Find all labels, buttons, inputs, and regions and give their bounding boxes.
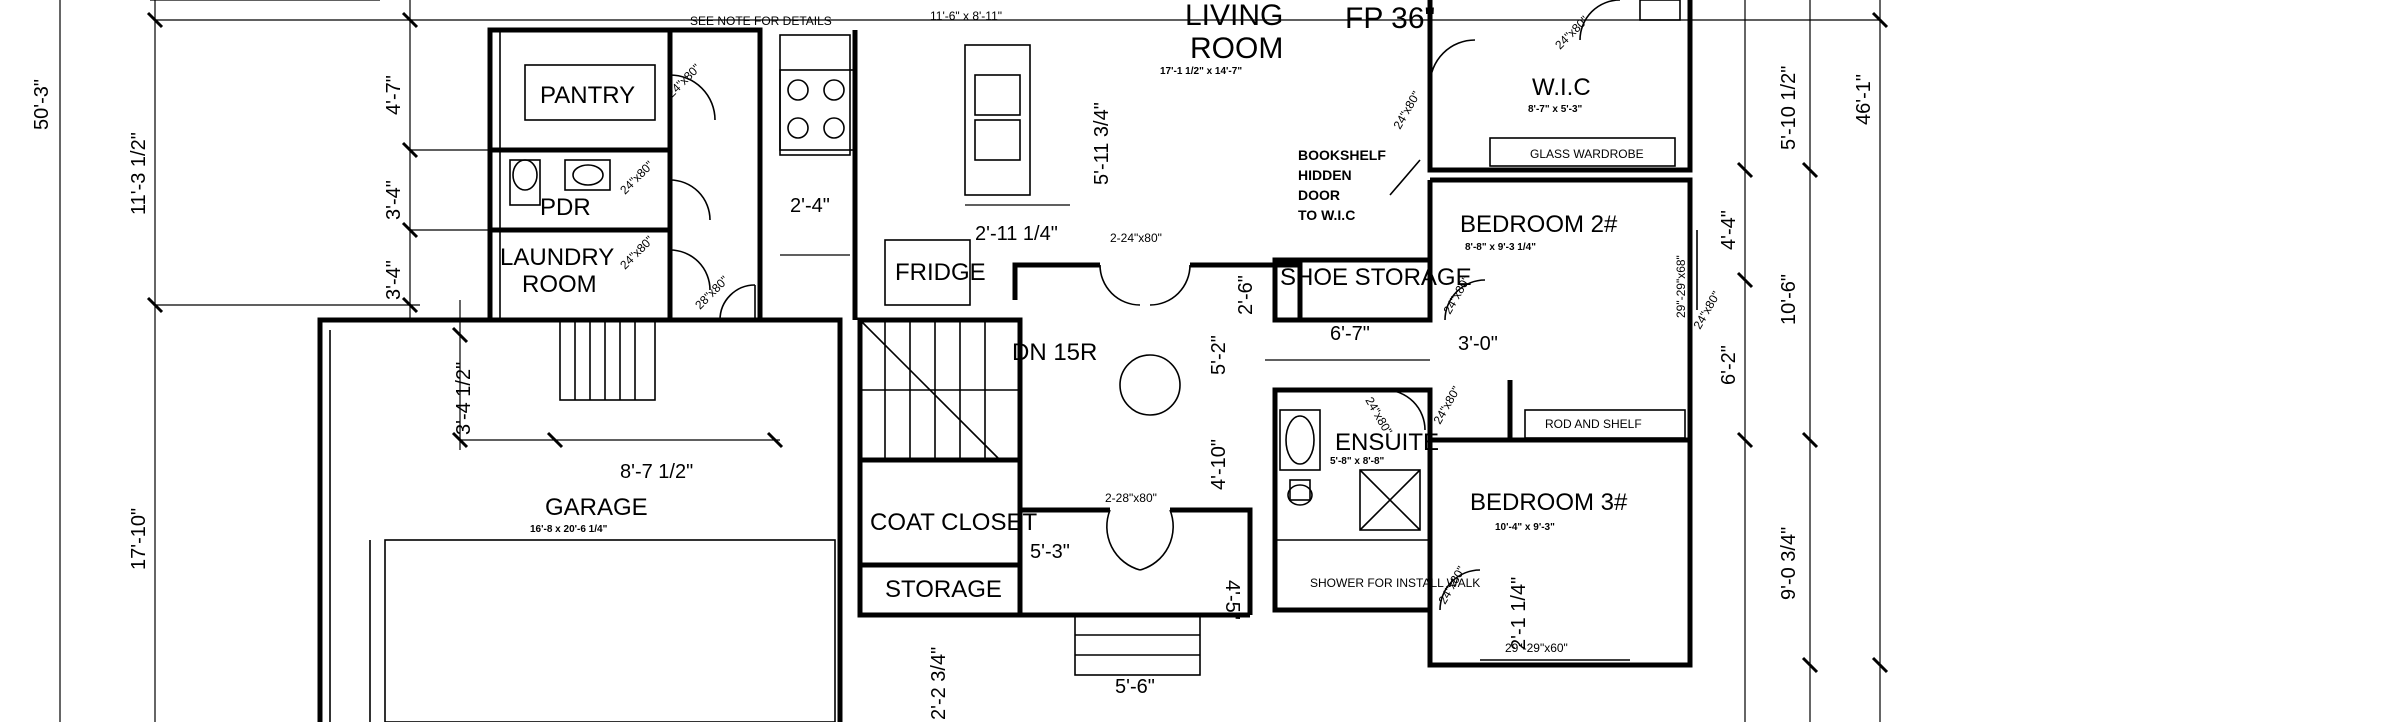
dim-pantry-height: 4'-7" xyxy=(383,75,405,115)
dim-island-height: 5'-11 3/4" xyxy=(1091,102,1113,185)
dim-closet-3-0: 3'-0" xyxy=(1458,333,1498,355)
dim-right-10-6: 10'-6" xyxy=(1778,274,1800,325)
dim-right-4-4: 4'-4" xyxy=(1718,210,1740,250)
door-label-ensuite-2: 24"x80" xyxy=(1430,384,1463,427)
dim-entry-width: 5'-3" xyxy=(1030,541,1070,563)
coat-closet-label: COAT CLOSET xyxy=(870,509,1037,536)
bedroom-2-label: BEDROOM 2# xyxy=(1460,211,1618,238)
laundry-label-line1: LAUNDRY xyxy=(500,244,614,271)
dim-right-5-10: 5'-10 1/2" xyxy=(1778,66,1800,150)
bookshelf-note-line2: HIDDEN xyxy=(1298,167,1352,183)
dim-step-height: 3'-4 1/2" xyxy=(453,362,475,435)
walk-in-closet xyxy=(1427,0,1693,173)
stairs-foyer xyxy=(857,262,1303,676)
right-dimension-lines xyxy=(1736,0,1889,722)
dim-br3-side: 2'-1 1/4" xyxy=(1508,577,1530,650)
dim-laundry-height: 3'-4" xyxy=(383,260,405,300)
door-label-double2: 2-28"x80" xyxy=(1105,491,1157,505)
fridge-label: FRIDGE xyxy=(895,259,986,286)
utility-block xyxy=(487,27,851,323)
ensuite-note: SHOWER FOR INSTALL WALK xyxy=(1310,576,1480,590)
fireplace-label: FP 36" xyxy=(1345,2,1435,35)
shoe-storage-label: SHOE STORAGE xyxy=(1280,264,1472,291)
bookshelf-note-line4: TO W.I.C xyxy=(1298,207,1355,223)
dim-hall-4-10: 4'-10" xyxy=(1208,439,1230,490)
door-label-wic: 24"x80" xyxy=(1390,89,1423,132)
dim-porch: 5'-6" xyxy=(1115,676,1155,698)
window-label-br3: 29"-29"x60" xyxy=(1505,641,1568,655)
dim-kitchen: 2'-4" xyxy=(790,195,830,217)
door-label-garage: 28"x80" xyxy=(692,273,731,312)
ensuite-label: ENSUITE xyxy=(1335,429,1439,456)
pantry-note: SEE NOTE FOR DETAILS xyxy=(690,14,832,28)
door-label-br3-2: 24"x80" xyxy=(1690,289,1723,332)
garage xyxy=(317,317,843,722)
kitchen-size: 11'-6" x 8'-11" xyxy=(930,9,1002,23)
door-label-pdr: 24"x80" xyxy=(617,158,656,197)
dim-garage-width: 8'-7 1/2" xyxy=(620,461,693,483)
left-dimension-lines xyxy=(59,0,1880,722)
wic-label: W.I.C xyxy=(1532,74,1591,101)
bedroom-3-size: 10'-4" x 9'-3" xyxy=(1495,522,1555,533)
garage-label: GARAGE xyxy=(545,494,648,521)
ensuite xyxy=(1272,387,1433,613)
wic-size: 8'-7" x 5'-3" xyxy=(1528,104,1583,115)
living-room-label-line2: ROOM xyxy=(1190,32,1283,65)
door-label-laundry: 24"x80" xyxy=(617,233,656,272)
storage-label: STORAGE xyxy=(885,576,1002,603)
ensuite-size: 5'-8" x 8'-8" xyxy=(1330,456,1385,467)
stairs-label: DN 15R xyxy=(1012,339,1097,366)
dim-left-top: 11'-3 1/2" xyxy=(128,132,150,215)
dim-right-6-2: 6'-2" xyxy=(1718,345,1740,385)
rod-shelf-note: ROD AND SHELF xyxy=(1545,417,1642,431)
garage-size: 16'-8 x 20'-6 1/4" xyxy=(530,524,608,535)
door-label-double1: 2-24"x80" xyxy=(1110,231,1162,245)
glass-wardrobe-note: GLASS WARDROBE xyxy=(1530,147,1644,161)
bookshelf-note-line3: DOOR xyxy=(1298,187,1340,203)
living-room-label-line1: LIVING xyxy=(1185,0,1283,32)
dim-entry-height: 4'-5" xyxy=(1221,580,1243,620)
window-label-br2: 29"-29"x68" xyxy=(1674,255,1688,318)
bookshelf-note-line1: BOOKSHELF xyxy=(1298,147,1386,163)
dim-shoe-width: 6'-7" xyxy=(1330,323,1370,345)
bedroom-3 xyxy=(1427,437,1693,668)
bedroom-2-size: 8'-8" x 9'-3 1/4" xyxy=(1465,242,1536,253)
door-label-wic-2: 24"x80" xyxy=(1552,13,1591,52)
pdr-label: PDR xyxy=(540,194,591,221)
dim-pdr-height: 3'-4" xyxy=(383,180,405,220)
bookshelf-arrow xyxy=(1389,159,1421,196)
dim-porch-side: 2'-2 3/4" xyxy=(928,647,950,720)
dim-left-bottom: 17'-10" xyxy=(128,508,150,570)
living-room-size: 17'-1 1/2" x 14'-7" xyxy=(1160,66,1242,77)
pantry-label: PANTRY xyxy=(540,82,635,109)
laundry-label-line2: ROOM xyxy=(522,271,597,298)
dim-hall-5-2: 5'-2" xyxy=(1208,335,1230,375)
dim-overall-left: 50'-3" xyxy=(31,79,53,130)
dim-right-9-0: 9'-0 3/4" xyxy=(1778,527,1800,600)
kitchen xyxy=(779,30,1070,320)
dim-island-width: 2'-11 1/4" xyxy=(975,223,1058,245)
bedroom-3-label: BEDROOM 3# xyxy=(1470,489,1628,516)
dim-hall-2-6: 2'-6" xyxy=(1235,275,1257,315)
dim-right-46-1: 46'-1" xyxy=(1853,74,1875,125)
